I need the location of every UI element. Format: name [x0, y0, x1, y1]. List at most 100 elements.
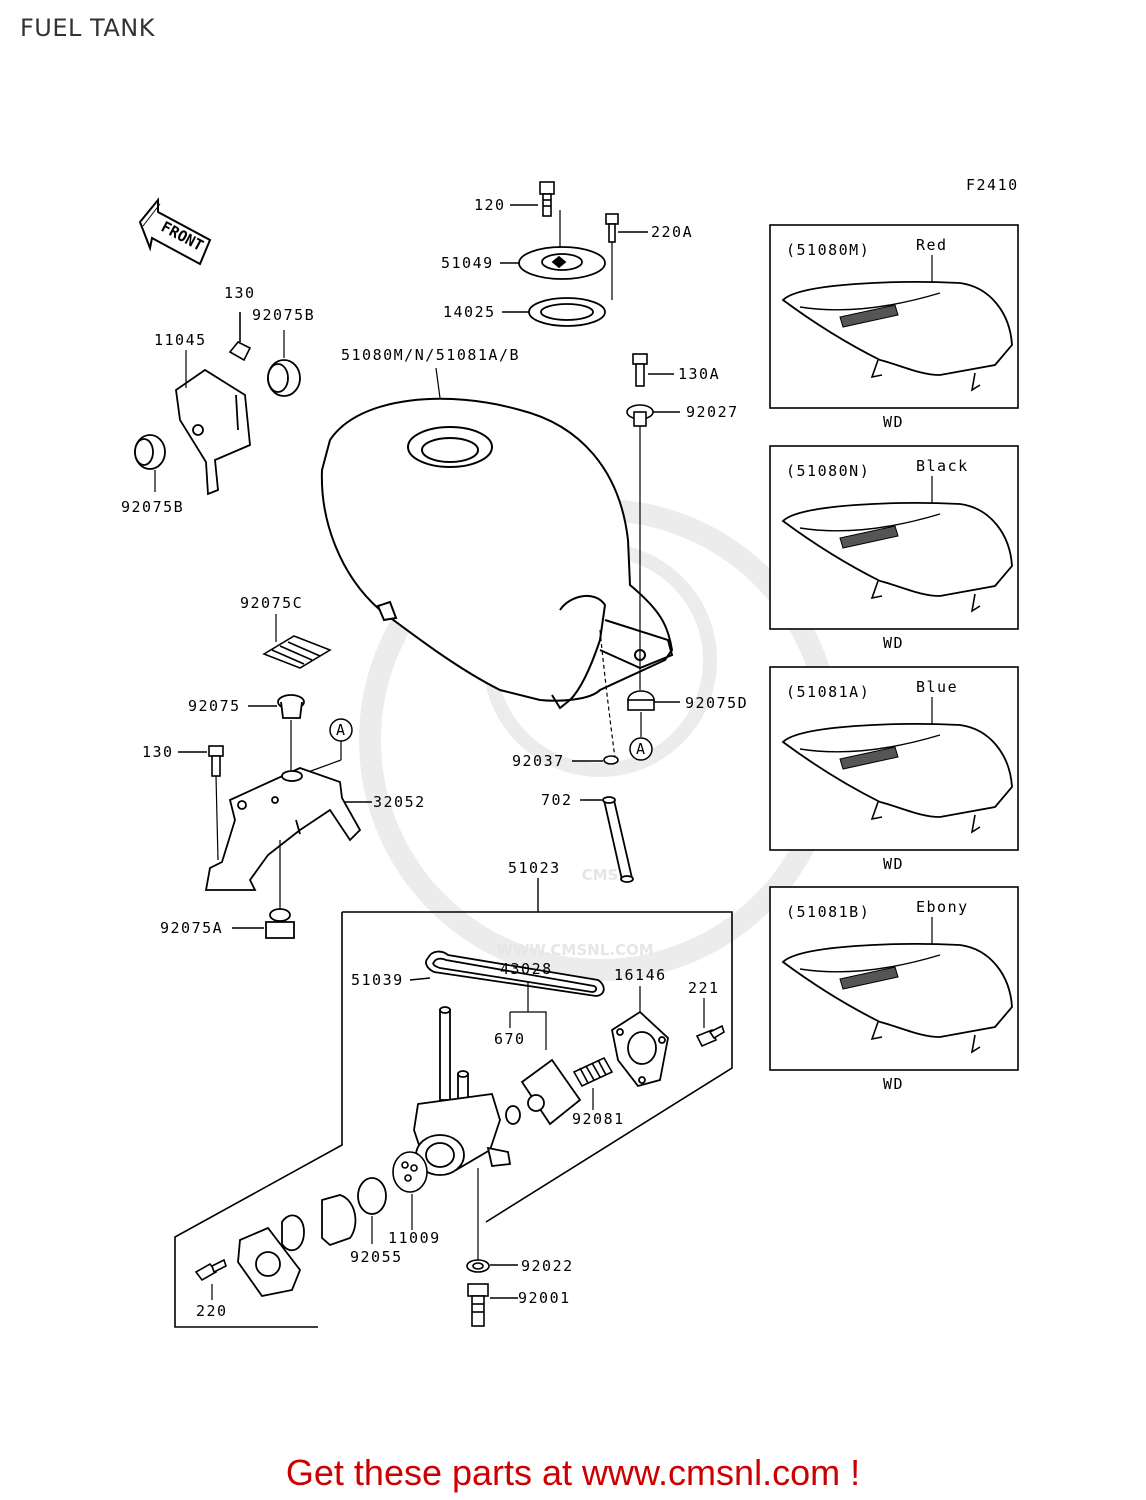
- label-14025: 14025: [443, 303, 496, 321]
- bolt-130A: [632, 353, 648, 387]
- screw-221: [695, 1024, 725, 1048]
- label-11009: 11009: [388, 1229, 441, 1247]
- label-92075D: 92075D: [685, 694, 748, 712]
- variant-code: (51081A): [786, 683, 870, 701]
- label-16146: 16146: [614, 966, 667, 984]
- screw-220: [194, 1258, 227, 1282]
- ref-A-right: A: [636, 740, 645, 758]
- label-51039: 51039: [351, 971, 404, 989]
- tank-side-shape: [781, 943, 1013, 1038]
- watermark-brand: CMS: [582, 866, 619, 884]
- label-92055: 92055: [350, 1248, 403, 1266]
- label-92027: 92027: [686, 403, 739, 421]
- label-92075B-bottom: 92075B: [121, 498, 184, 516]
- label-130-top: 130: [224, 284, 256, 302]
- pad-92075C: [262, 635, 332, 669]
- spring-92081: [572, 1056, 614, 1088]
- bracket-32052: [204, 767, 362, 891]
- label-92037: 92037: [512, 752, 565, 770]
- label-130A: 130A: [678, 365, 720, 383]
- label-92075A: 92075A: [160, 919, 223, 937]
- hose-702: [602, 796, 634, 883]
- label-32052: 32052: [373, 793, 426, 811]
- page-title: FUEL TANK: [20, 14, 155, 42]
- rubber-92075B-top: [267, 359, 301, 397]
- drain-bolt-92001: [467, 1283, 489, 1327]
- gasket-plate: [237, 1226, 302, 1297]
- kawasaki-logo-icon: [839, 304, 899, 328]
- variant-color: Black: [916, 457, 969, 475]
- kawasaki-logo-icon: [839, 966, 899, 990]
- tank-side-shape: [781, 723, 1013, 818]
- variant-note: WD: [883, 413, 904, 431]
- fuel-tank: [320, 397, 674, 710]
- kawasaki-logo-icon: [839, 525, 899, 549]
- variant-color: Red: [916, 236, 948, 254]
- o-ring-51039: [425, 950, 605, 997]
- bolt-130-mid: [208, 745, 224, 777]
- tank-side-shape: [781, 502, 1013, 597]
- label-51023: 51023: [508, 859, 561, 877]
- tank-side-shape: [781, 281, 1013, 376]
- ref-A-left: A: [336, 721, 345, 739]
- filter-11009: [392, 1151, 428, 1193]
- assembly-outline: [174, 911, 733, 1328]
- grommet-92075: [277, 694, 305, 719]
- label-120: 120: [474, 196, 506, 214]
- rubber-92075B-bottom: [134, 434, 166, 470]
- variant-note: WD: [883, 1075, 904, 1093]
- label-11045: 11045: [154, 331, 207, 349]
- label-92075C: 92075C: [240, 594, 303, 612]
- rubber-92075A: [265, 908, 295, 939]
- promo-banner[interactable]: Get these parts at www.cmsnl.com !: [285, 1452, 861, 1493]
- label-130-mid: 130: [142, 743, 174, 761]
- label-43028: 43028: [500, 960, 553, 978]
- bolt-130-top: [228, 312, 252, 362]
- filter-cup: [281, 1194, 357, 1252]
- rubber-92075D: [627, 690, 655, 711]
- o-ring-92055: [357, 1177, 387, 1215]
- kawasaki-logo-icon: [839, 746, 899, 770]
- label-220: 220: [196, 1302, 228, 1320]
- front-arrow-icon: FRONT: [138, 197, 212, 266]
- label-92001: 92001: [518, 1289, 571, 1307]
- cap-screw-220A: [605, 213, 619, 243]
- cap-gasket-14025: [528, 297, 606, 327]
- label-92081: 92081: [572, 1110, 625, 1128]
- label-92075B-top: 92075B: [252, 306, 315, 324]
- variant-code: (51080N): [786, 462, 870, 480]
- label-220A: 220A: [651, 223, 693, 241]
- label-51080: 51080M/N/51081A/B: [341, 346, 520, 364]
- fuel-cock-body: [413, 1006, 512, 1176]
- bracket-11045: [175, 368, 251, 496]
- clip-92037: [603, 755, 619, 765]
- variant-color: Blue: [916, 678, 958, 696]
- variant-panels: (51080M)RedWD(51080N)BlackWD(51081A)Blue…: [769, 224, 1019, 1093]
- label-670: 670: [494, 1030, 526, 1048]
- variant-color: Ebony: [916, 898, 969, 916]
- label-702: 702: [541, 791, 573, 809]
- diaphragm-43028: [520, 1058, 582, 1126]
- cover-16146: [610, 1010, 669, 1088]
- fuel-cap-51049: [518, 246, 606, 280]
- variant-note: WD: [883, 855, 904, 873]
- figure-code: F2410: [966, 176, 1019, 194]
- variant-code: (51080M): [786, 241, 870, 259]
- ref-circle-A-right: [629, 737, 653, 761]
- label-92075: 92075: [188, 697, 241, 715]
- label-51049: 51049: [441, 254, 494, 272]
- o-ring-670: [505, 1105, 521, 1125]
- collar-92027: [626, 404, 654, 427]
- label-221: 221: [688, 979, 720, 997]
- cap-bolt-120: [539, 181, 555, 217]
- variant-code: (51081B): [786, 903, 870, 921]
- washer-92022: [466, 1259, 490, 1273]
- watermark-url: WWW.CMSNL.COM: [496, 941, 653, 959]
- label-92022: 92022: [521, 1257, 574, 1275]
- variant-note: WD: [883, 634, 904, 652]
